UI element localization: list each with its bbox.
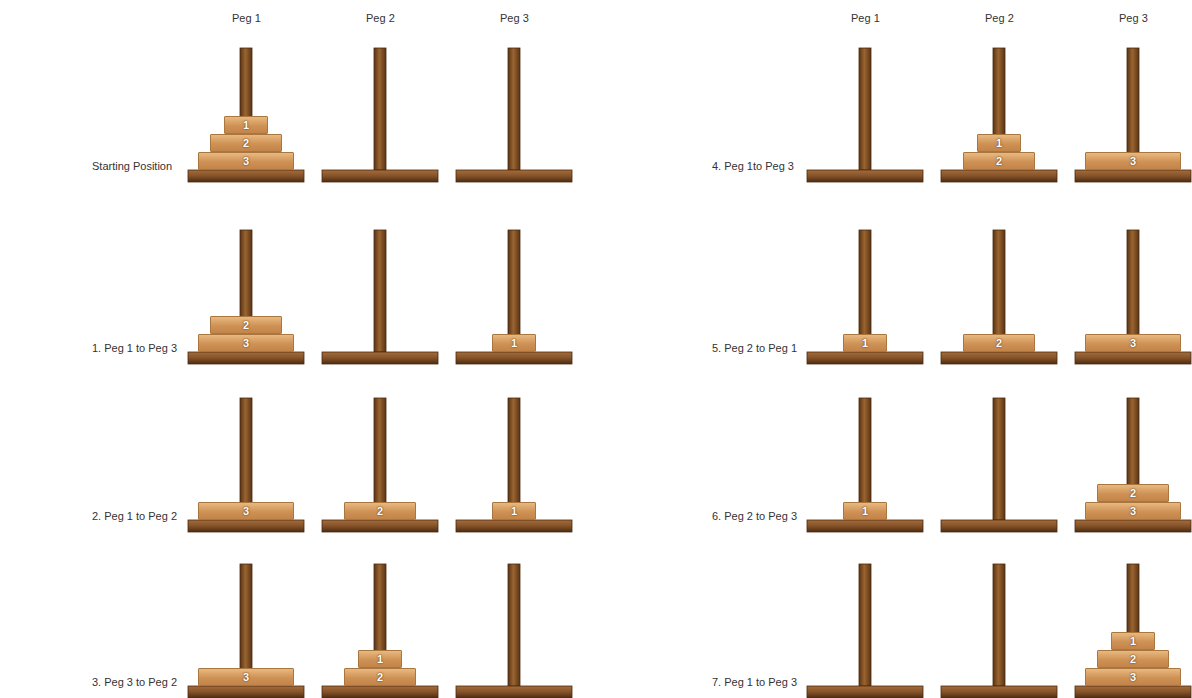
peg-set	[807, 230, 1191, 364]
disk: 3	[198, 334, 294, 352]
disk-number: 2	[1130, 487, 1136, 500]
disk: 3	[1085, 334, 1181, 352]
disk-number: 2	[996, 337, 1002, 350]
peg-header: Peg 2	[366, 12, 395, 25]
disk-number: 3	[243, 155, 249, 168]
peg-set	[188, 230, 572, 364]
disk: 3	[1085, 152, 1181, 170]
disk-number: 1	[243, 119, 249, 132]
disk: 3	[198, 152, 294, 170]
disk: 3	[1085, 502, 1181, 520]
peg-set	[188, 398, 572, 532]
disk-number: 3	[1130, 505, 1136, 518]
peg-set	[188, 48, 572, 182]
step-label: 7. Peg 1 to Peg 3	[712, 676, 797, 689]
disk-number: 1	[862, 505, 868, 518]
disk-number: 3	[243, 671, 249, 684]
disk: 1	[977, 134, 1021, 152]
disk-number: 1	[862, 337, 868, 350]
disk-number: 1	[996, 137, 1002, 150]
disk-number: 3	[243, 505, 249, 518]
disk-number: 1	[1130, 635, 1136, 648]
peg-header: Peg 1	[851, 12, 880, 25]
disk: 2	[963, 334, 1035, 352]
disk-number: 1	[511, 505, 517, 518]
step-label: 2. Peg 1 to Peg 2	[92, 510, 177, 523]
disk: 1	[843, 502, 887, 520]
disk: 2	[1097, 650, 1169, 668]
peg-header: Peg 2	[985, 12, 1014, 25]
disk: 1	[492, 502, 536, 520]
peg-set	[188, 564, 572, 698]
peg-set	[807, 398, 1191, 532]
step-label: 5. Peg 2 to Peg 1	[712, 342, 797, 355]
disk: 2	[963, 152, 1035, 170]
disk: 1	[492, 334, 536, 352]
disk: 1	[358, 650, 402, 668]
step-label: 3. Peg 3 to Peg 2	[92, 676, 177, 689]
disk-number: 2	[243, 137, 249, 150]
disk: 1	[224, 116, 268, 134]
disk: 3	[198, 502, 294, 520]
disk-number: 2	[996, 155, 1002, 168]
step-label: Starting Position	[92, 160, 172, 173]
disk-number: 3	[1130, 671, 1136, 684]
peg-set	[807, 564, 1191, 698]
disk: 2	[344, 502, 416, 520]
disk: 1	[1111, 632, 1155, 650]
disk: 3	[198, 668, 294, 686]
disk-number: 2	[377, 505, 383, 518]
disk-number: 2	[1130, 653, 1136, 666]
peg-header: Peg 3	[1119, 12, 1148, 25]
step-label: 1. Peg 1 to Peg 3	[92, 342, 177, 355]
disk: 3	[1085, 668, 1181, 686]
peg-header: Peg 3	[500, 12, 529, 25]
step-label: 6. Peg 2 to Peg 3	[712, 510, 797, 523]
disk: 2	[344, 668, 416, 686]
disk-number: 1	[511, 337, 517, 350]
peg-set	[807, 48, 1191, 182]
disk-number: 3	[1130, 155, 1136, 168]
disk: 1	[843, 334, 887, 352]
disk-number: 3	[1130, 337, 1136, 350]
disk-number: 2	[243, 319, 249, 332]
disk-number: 3	[243, 337, 249, 350]
step-label: 4. Peg 1to Peg 3	[712, 160, 794, 173]
disk-number: 1	[377, 653, 383, 666]
peg-header: Peg 1	[232, 12, 261, 25]
disk: 2	[210, 316, 282, 334]
disk-number: 2	[377, 671, 383, 684]
disk: 2	[1097, 484, 1169, 502]
disk: 2	[210, 134, 282, 152]
